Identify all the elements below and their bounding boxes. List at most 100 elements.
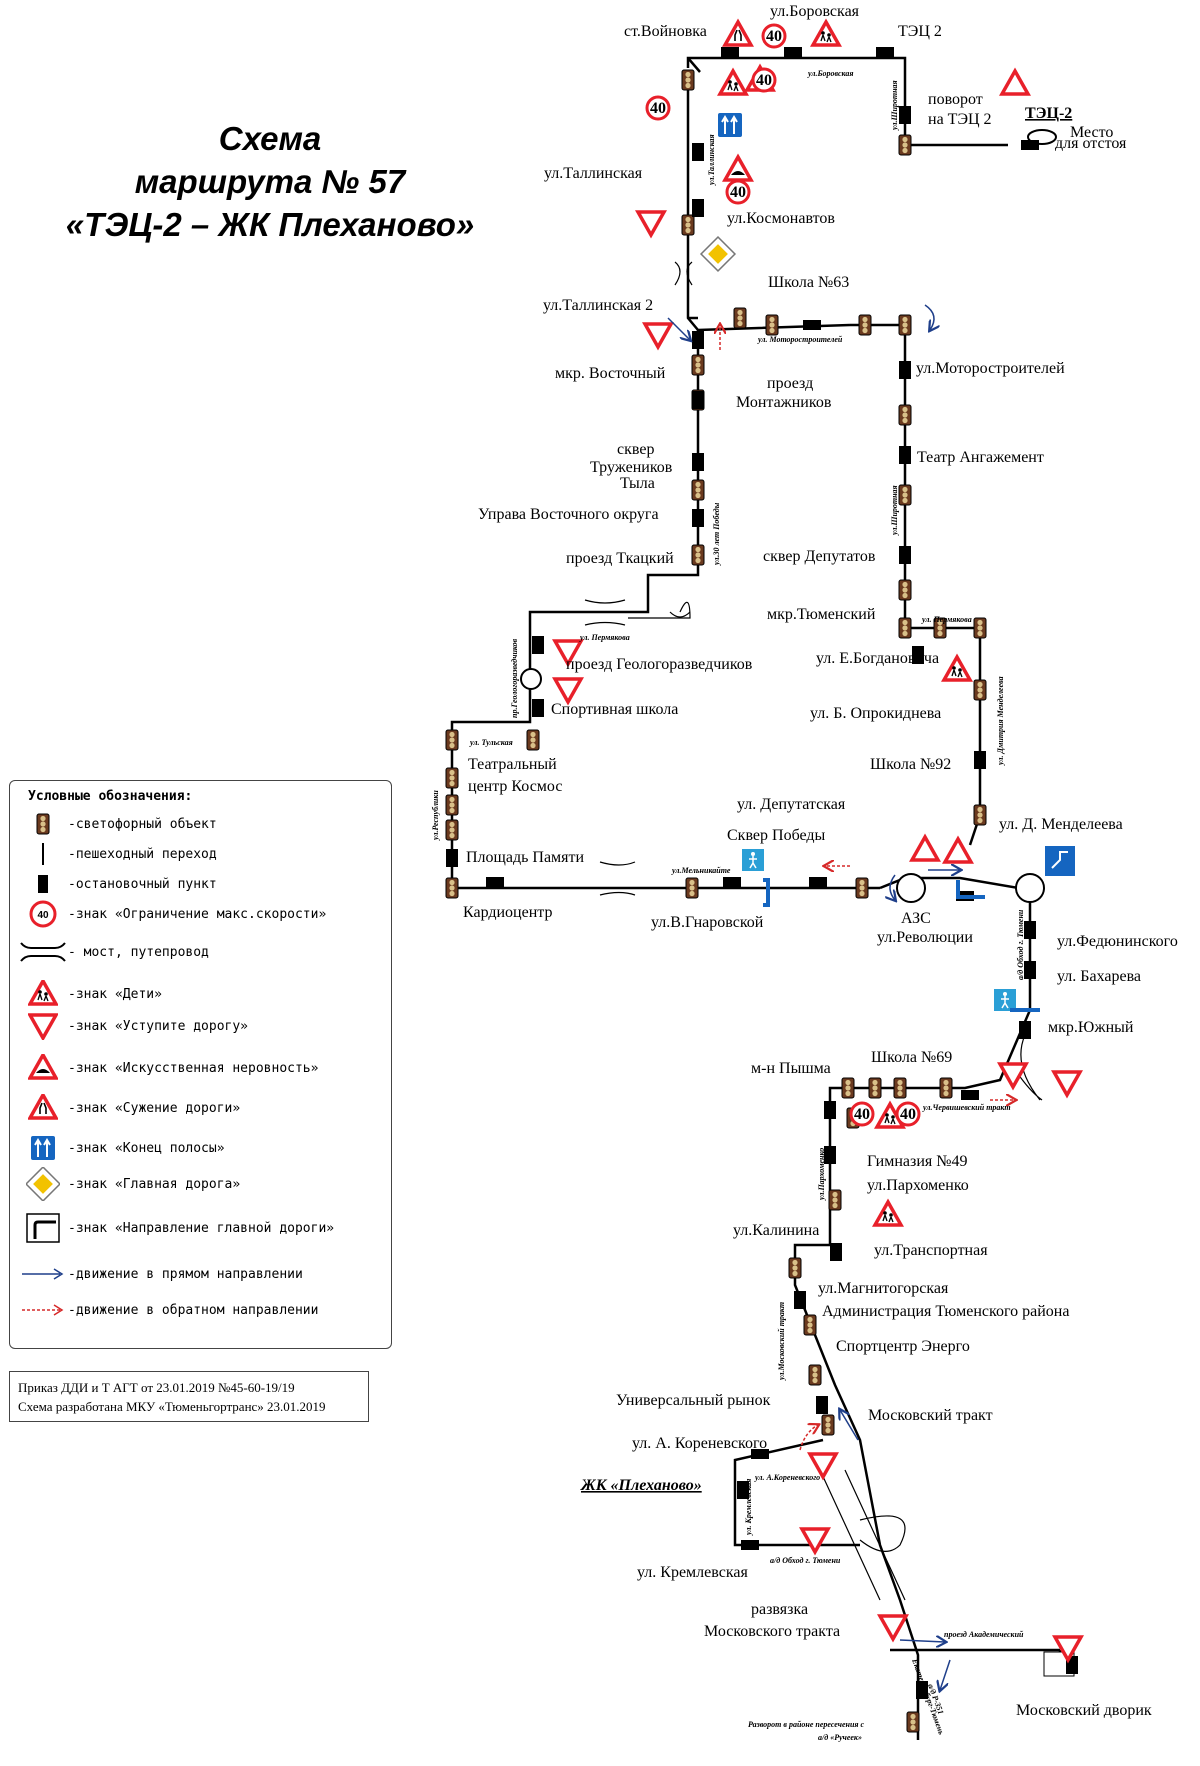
label-ul-kalinina: ул.Калинина	[733, 1222, 819, 1239]
children-sign-icon	[18, 979, 68, 1009]
traffic-light-icon	[18, 809, 68, 839]
label-tec2-stop: ТЭЦ 2	[898, 23, 942, 40]
legend-item: -знак «Конец полосы»	[18, 1133, 225, 1163]
label-gimnaziya49: Гимназия №49	[867, 1153, 968, 1170]
street-obhod2: а/д Обход г. Тюмени	[770, 1556, 841, 1565]
label-proezd-geologo: проезд Геологоразведчиков	[566, 656, 753, 673]
label-tec2-terminal: ТЭЦ-2	[1025, 105, 1072, 122]
roundabout	[520, 668, 542, 690]
road-signs	[553, 20, 1083, 1662]
street-chervishevsky: ул.Червишевский тракт	[922, 1103, 1011, 1112]
legend-item: -движение в обратном направлении	[18, 1295, 318, 1325]
street-obhod: а/д Обход г. Тюмени	[1016, 909, 1025, 980]
label-teatr-angazhement: Театр Ангажемент	[917, 449, 1044, 466]
legend-item: -движение в прямом направлении	[18, 1259, 303, 1289]
street-tulskaya: ул. Тульская	[469, 738, 513, 747]
speed-limit-value: 40	[756, 72, 772, 89]
label-mkr-tyumensky: мкр.Тюменский	[767, 606, 876, 623]
street-borovskaya: ул.Боровская	[807, 69, 854, 78]
order-line-2: Схема разработана МКУ «Тюменьгортранс» 2…	[18, 1399, 326, 1414]
label-skver: сквер	[617, 441, 654, 458]
speed-bump-sign-icon	[18, 1053, 68, 1083]
label-ul-borovskaya: ул.Боровская	[770, 3, 860, 20]
label-moskovskogo-trakta: Московского тракта	[704, 1623, 840, 1640]
street-permyakova1: ул. Пермякова	[579, 633, 630, 642]
label-razvyazka: развязка	[751, 1601, 808, 1618]
label-shkola92: Школа №92	[870, 756, 951, 773]
label-montazhnikov: Монтажников	[736, 394, 832, 411]
lane-end-sign-icon	[18, 1133, 68, 1163]
reverse-arrow-icon	[18, 1295, 68, 1325]
label-ul-kosmonavtov: ул.Космонавтов	[727, 210, 835, 227]
label-proezd-tkatsky: проезд Ткацкий	[566, 550, 674, 567]
speed-limit-value: 40	[37, 910, 49, 921]
roundabout	[1015, 873, 1045, 903]
street-respubliki: ул.Республики	[431, 790, 440, 841]
legend-item: -знак «Дети»	[18, 979, 162, 1009]
label-st-voinovka: ст.Войновка	[624, 23, 707, 40]
title-line-1: Схема	[218, 120, 322, 157]
label-zhk-plehanovo: ЖК «Плеханово»	[580, 1477, 702, 1494]
label-proezd: проезд	[767, 375, 813, 392]
label-povorot: поворот	[928, 91, 983, 108]
direction-arrows	[667, 304, 1015, 1690]
label-ul-motorostroiteley: ул.Моторостроителей	[916, 360, 1065, 377]
label-ul-bahareva: ул. Бахарева	[1057, 968, 1141, 985]
label-mkr-yuzhny: мкр.Южный	[1048, 1019, 1134, 1036]
label-shkola69: Школа №69	[871, 1049, 952, 1066]
street-30let: ул.30 лет Победы	[712, 502, 721, 566]
label-teatr-centr: Театральный	[468, 756, 557, 773]
legend-item: -остановочный пункт	[18, 869, 217, 899]
label-sportcentr: Спортцентр Энерго	[836, 1338, 970, 1355]
speed-limit-value: 40	[900, 1106, 916, 1123]
street-tallinskaya: ул.Таллинская	[707, 134, 716, 186]
speed-limit-value: 40	[730, 184, 746, 201]
street-permyakova2: ул. Пермякова	[921, 615, 972, 624]
street-motorostroiteley: ул. Моторостроителей	[757, 335, 843, 344]
label-sport-school: Спортивная школа	[551, 701, 678, 718]
label-ul-fedyuninskogo: ул.Федюнинского	[1057, 933, 1178, 950]
label-moskovsky-trakt: Московский тракт	[868, 1407, 993, 1424]
speed-limit-value: 40	[650, 100, 666, 117]
street-razvorot1: Разворот в районе пересечения с	[748, 1720, 865, 1729]
street-melnikayte: ул.Мельникайте	[671, 866, 731, 875]
legend-item: -пешеходный переход	[18, 839, 217, 869]
label-ul-oprokidneva: ул. Б. Опрокиднева	[810, 705, 941, 722]
label-skver-deputatov: сквер Депутатов	[763, 548, 876, 565]
label-mkr-vostochny: мкр. Восточный	[555, 365, 666, 382]
legend-item: -знак «Направление главной дороги»	[18, 1213, 334, 1243]
street-akademichesky: проезд Академический	[944, 1630, 1024, 1639]
label-tyla: Тыла	[620, 475, 655, 492]
label-ul-magnitogorskaya: ул.Магнитогорская	[818, 1280, 949, 1297]
label-centr-kosmos: центр Космос	[468, 778, 562, 795]
street-shirotnaya2: ул.Широтная	[890, 485, 899, 536]
label-shkola63: Школа №63	[768, 274, 849, 291]
speed-limit-value: 40	[854, 1106, 870, 1123]
label-ul-parhomenko: ул.Пархоменко	[867, 1177, 969, 1194]
label-univ-rynok: Универсальный рынок	[616, 1392, 771, 1409]
label-uprava: Управа Восточного округа	[478, 506, 659, 523]
label-dlya-otstoya: для отстоя	[1055, 135, 1127, 152]
road-outline	[584, 261, 1043, 1601]
label-ul-gnarovskoy: ул.В.Гнаровской	[651, 914, 764, 931]
label-na-tec2: на ТЭЦ 2	[928, 111, 992, 128]
lane-markers	[763, 878, 1040, 1012]
main-road-sign-icon	[18, 1167, 68, 1201]
label-azs: АЗС	[901, 910, 931, 927]
label-mesto: Место	[1070, 124, 1113, 141]
label-ul-kremlevskaya: ул. Кремлевская	[637, 1564, 748, 1581]
label-ul-mendeleeva: ул. Д. Менделеева	[999, 816, 1123, 833]
label-mn-pyshma: м-н Пышма	[751, 1060, 831, 1077]
label-administraciya: Администрация Тюменского района	[822, 1303, 1069, 1320]
speed-limit-icon: 40	[18, 899, 68, 929]
label-skver-pobedy: Сквер Победы	[727, 827, 826, 844]
roundabout	[896, 873, 926, 903]
street-kremlevskaya: ул. Кремлевская	[744, 1479, 753, 1536]
bridge-icon	[18, 937, 68, 967]
label-ul-tallinskaya: ул.Таллинская	[544, 165, 643, 182]
label-ul-bogdanovicha: ул. Е.Богдановича	[816, 650, 939, 667]
label-kardiocentr: Кардиоцентр	[463, 904, 552, 921]
legend-title: Условные обозначения:	[28, 789, 193, 804]
crosswalk-icon	[18, 839, 68, 869]
